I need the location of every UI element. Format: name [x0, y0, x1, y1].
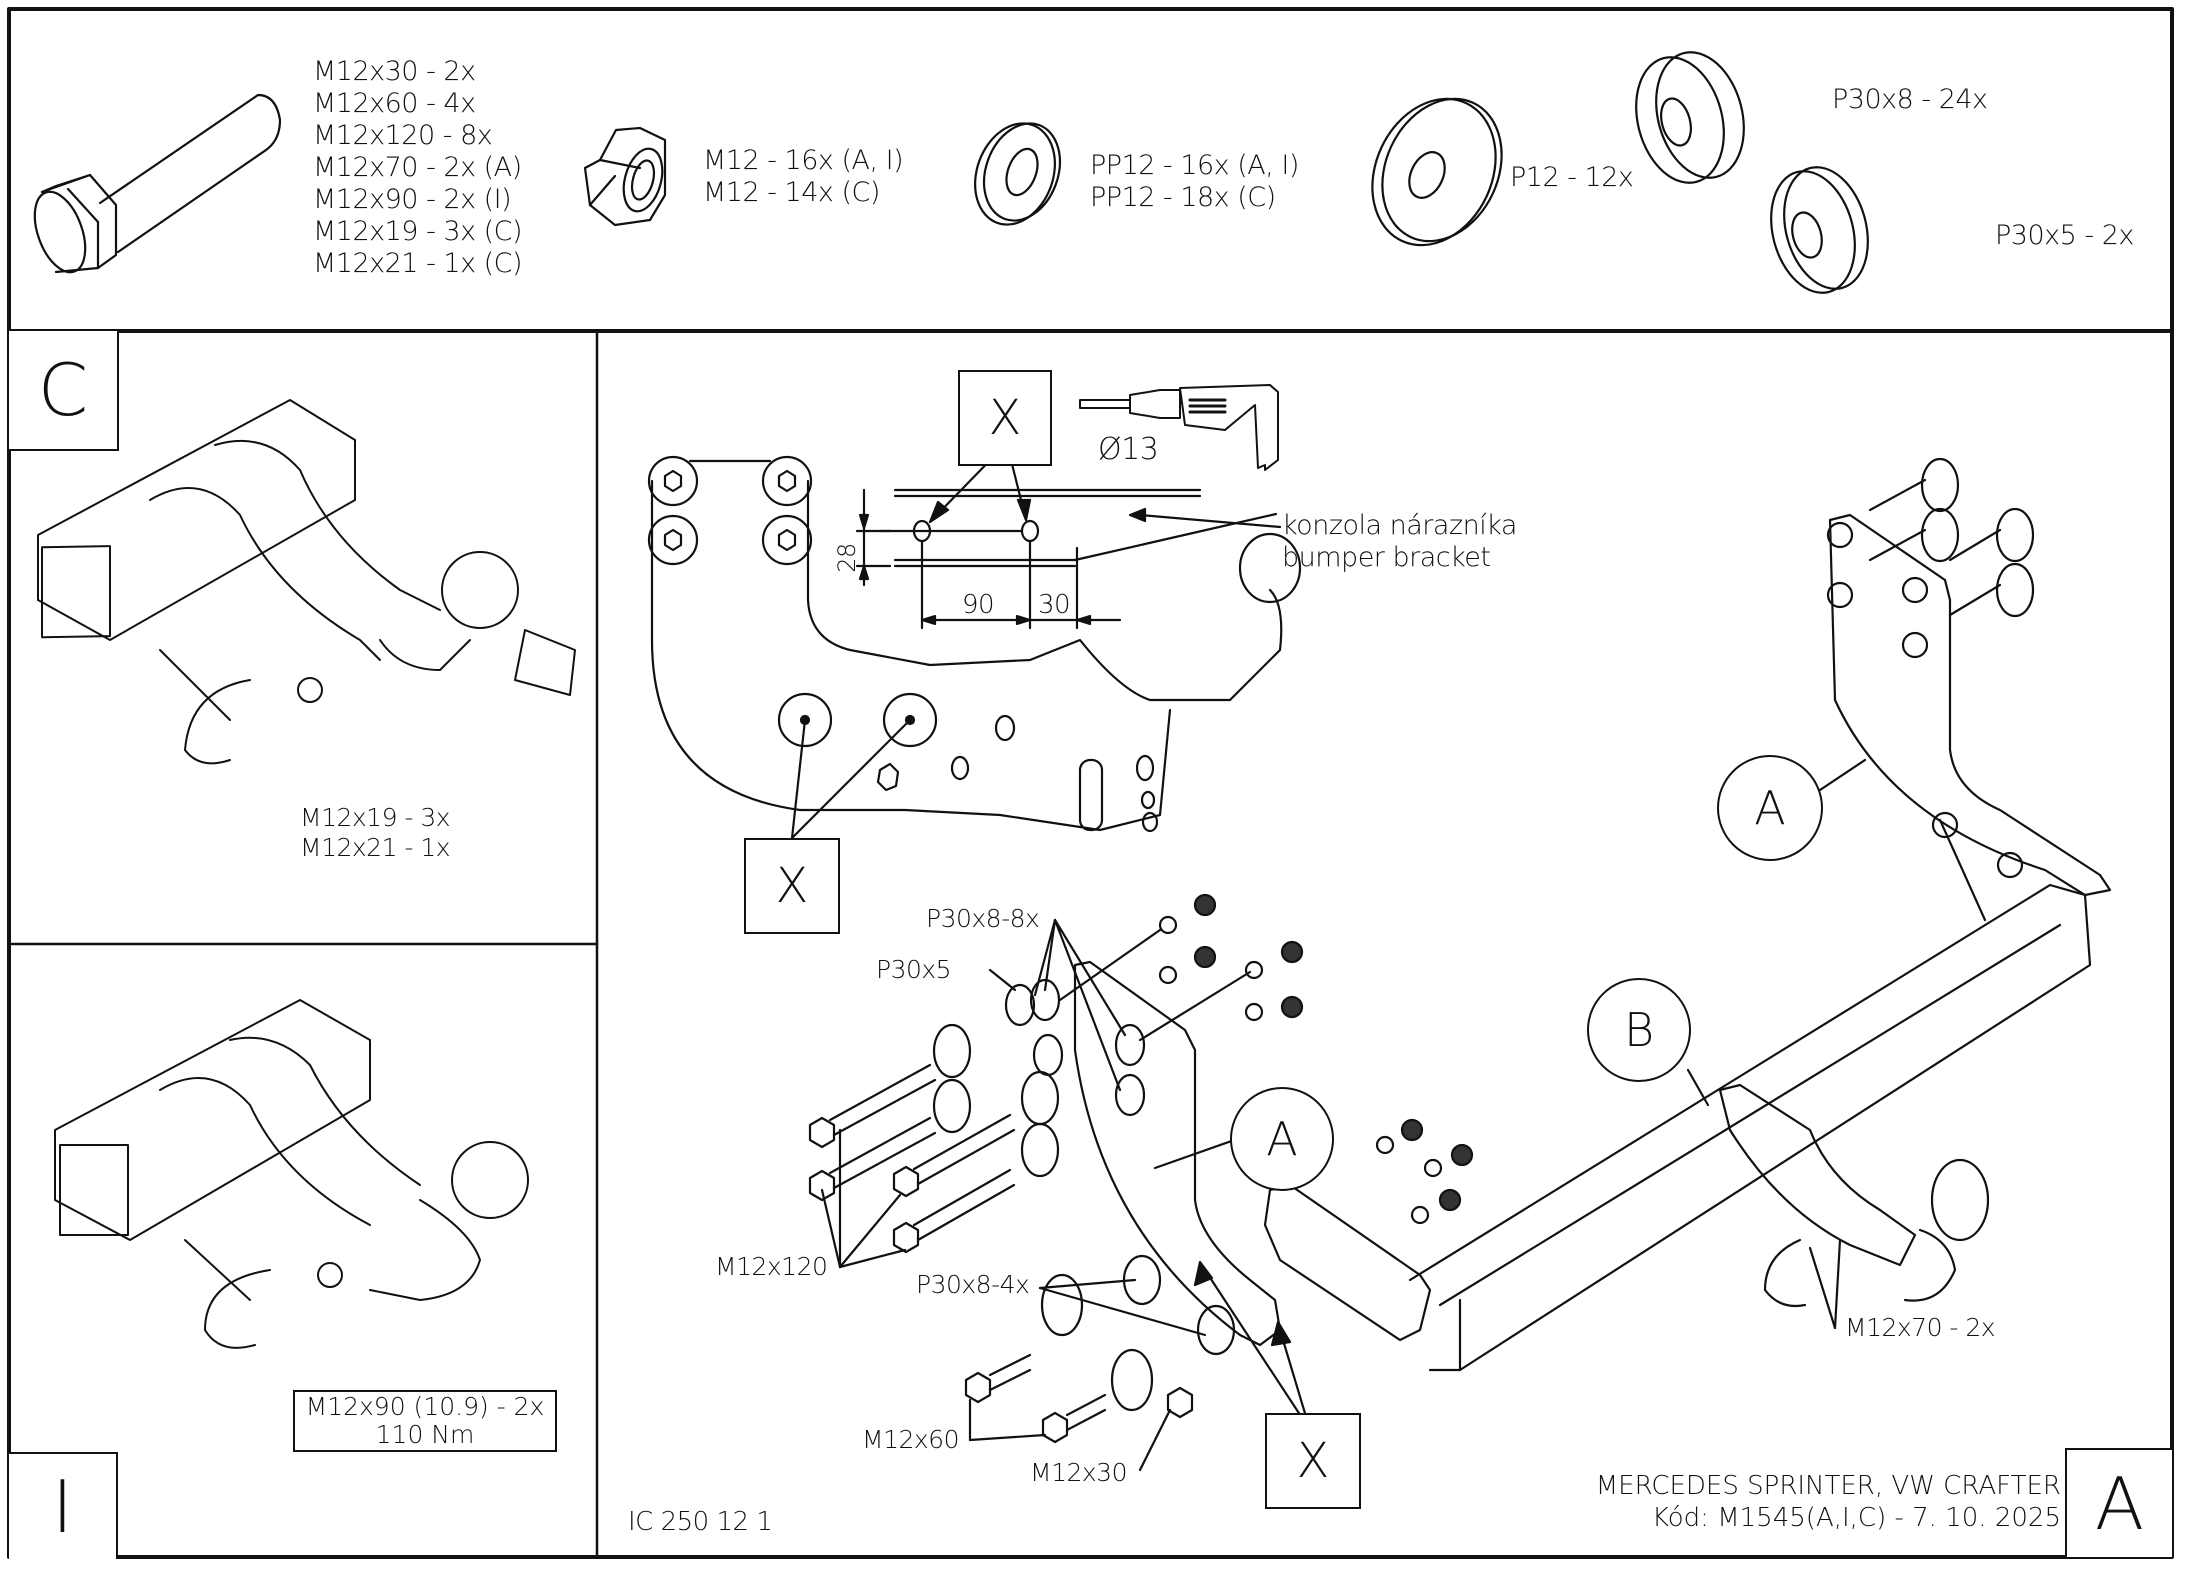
dimension-28: 28	[832, 543, 861, 573]
code-line: Kód: M1545(A,I,C) - 7. 10. 2025	[1652, 1503, 2061, 1533]
washer-item: PP12 - 16x (A, I)	[1090, 150, 1299, 181]
panel-i-callout-box: M12x90 (10.9) - 2x 110 Nm	[293, 1390, 557, 1452]
callout-m12x60: M12x60	[862, 1425, 960, 1454]
main-exploded-view-drawing	[808, 457, 2112, 1472]
nut-list: M12 - 16x (A, I) M12 - 14x (C)	[703, 145, 904, 209]
title-block: MERCEDES SPRINTER, VW CRAFTER Kód: M1545…	[1596, 1470, 2061, 1534]
bolt-item: M12x19 - 3x (C)	[313, 216, 523, 247]
main-view-letter: A	[2094, 1461, 2145, 1546]
panel-c-letter: C	[37, 348, 89, 432]
drill-diameter-label: Ø13	[1098, 432, 1159, 467]
callout-line: M12x90 (10.9) - 2x	[305, 1392, 545, 1421]
dimension-30: 30	[1038, 590, 1071, 620]
washer-p12-list: P12 - 12x	[1510, 162, 1634, 194]
panel-c-towbar-drawing	[37, 399, 576, 765]
washer-item: P12 - 12x	[1510, 162, 1634, 193]
vehicle-title: MERCEDES SPRINTER, VW CRAFTER	[1595, 1471, 2061, 1501]
large-washer-icon	[1371, 97, 1503, 247]
bolt-item: M12x60 - 4x	[313, 88, 476, 119]
part-label-a-left: A	[1230, 1087, 1334, 1191]
callout-line: 110 Nm	[375, 1420, 475, 1449]
detail-x-marker-left: X	[744, 838, 840, 934]
drill-icon	[1079, 384, 1279, 471]
callout-p30x5: P30x5	[876, 955, 952, 984]
bolt-item: M12x70 - 2x (A)	[313, 152, 522, 183]
main-view-letter-box: A	[2065, 1448, 2172, 1557]
bolt-item: M12x21 - 1x (C)	[313, 248, 523, 279]
main-x-marker: X	[1265, 1413, 1361, 1509]
hex-bolt-icon	[33, 93, 282, 274]
spacer-p30x5-list: P30x5 - 2x	[1995, 220, 2134, 252]
callout-line: M12x21 - 1x	[300, 833, 451, 862]
part-label-a-right: A	[1717, 755, 1823, 861]
panel-i-letter-box: I	[9, 1452, 118, 1559]
detail-x-bracket-drawing	[647, 446, 1302, 840]
nut-item: M12 - 16x (A, I)	[703, 145, 904, 176]
washer-icon	[974, 122, 1062, 226]
callout-m12x30: M12x30	[1030, 1458, 1128, 1487]
callout-m12x120: M12x120	[715, 1252, 828, 1281]
panel-i-letter: I	[51, 1464, 74, 1549]
bumper-bracket-label: konzola nárazníka bumper bracket	[1282, 510, 1517, 574]
bolt-item: M12x120 - 8x	[313, 120, 493, 151]
drawing-frame	[7, 7, 2174, 1559]
nut-item: M12 - 14x (C)	[703, 177, 880, 208]
callout-p30x8-4x: P30x8-4x	[916, 1270, 1030, 1299]
thick-spacer-icon	[1635, 51, 1745, 184]
bracket-label-cz: konzola nárazníka	[1282, 510, 1517, 541]
panel-i-towbar-drawing	[54, 999, 529, 1349]
callout-p30x8-8x: P30x8-8x	[926, 904, 1040, 933]
spacer-icon	[1770, 166, 1869, 294]
spacer-item: P30x5 - 2x	[1995, 220, 2134, 251]
panel-c-letter-box: C	[9, 331, 119, 451]
callout-m12x70: M12x70 - 2x	[1845, 1313, 1996, 1342]
detail-x-marker-top: X	[958, 370, 1052, 466]
spacer-p30x8-list: P30x8 - 24x	[1832, 84, 1988, 116]
washer-item: PP12 - 18x (C)	[1090, 182, 1276, 213]
bolt-list: M12x30 - 2x M12x60 - 4x M12x120 - 8x M12…	[313, 56, 523, 280]
bracket-label-en: bumper bracket	[1282, 542, 1491, 573]
document-number: IC 250 12 1	[628, 1507, 773, 1537]
bolt-item: M12x30 - 2x	[313, 56, 476, 87]
hex-nut-icon	[583, 126, 667, 227]
spacer-item: P30x8 - 24x	[1832, 84, 1988, 115]
washer-pp12-list: PP12 - 16x (A, I) PP12 - 18x (C)	[1090, 150, 1299, 214]
bolt-item: M12x90 - 2x (I)	[313, 184, 512, 215]
part-label-b: B	[1587, 978, 1691, 1082]
dimension-90: 90	[962, 590, 995, 620]
callout-line: M12x19 - 3x	[300, 803, 451, 832]
panel-c-callout: M12x19 - 3x M12x21 - 1x	[300, 803, 451, 863]
bolt-group-m12x120	[808, 1063, 1016, 1254]
